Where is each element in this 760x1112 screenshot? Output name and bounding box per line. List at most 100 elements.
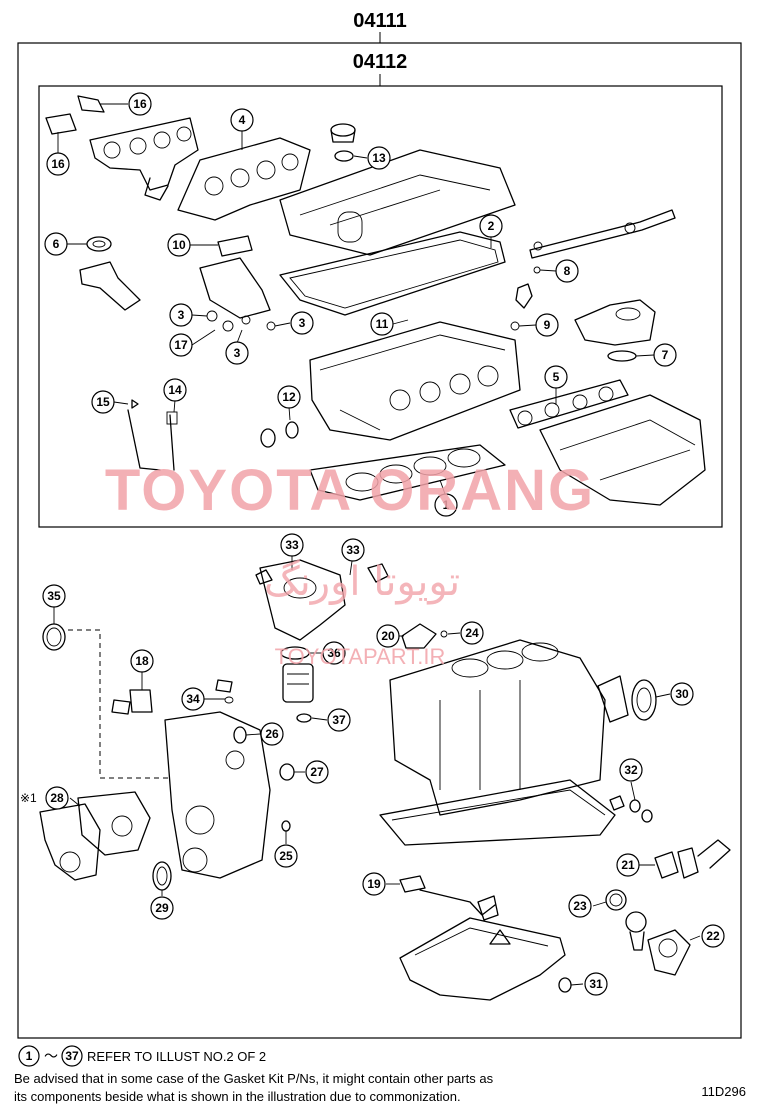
callout-32: 32 <box>619 758 643 782</box>
cylinder-block-drawing <box>389 639 606 816</box>
svg-text:13: 13 <box>372 151 386 165</box>
svg-text:16: 16 <box>133 97 147 111</box>
oil-pan-upper-drawing <box>379 779 616 846</box>
note-mark: ※1 <box>20 791 37 805</box>
cylinder-head-gasket-drawing <box>309 444 506 501</box>
callout-34: 34 <box>181 687 205 711</box>
svg-text:1: 1 <box>443 498 450 512</box>
callout-16b: 16 <box>46 152 70 176</box>
svg-text:32: 32 <box>624 763 638 777</box>
svg-text:25: 25 <box>279 849 293 863</box>
svg-text:9: 9 <box>544 318 551 332</box>
callout-8: 8 <box>555 259 579 283</box>
callout-20: 20 <box>376 624 400 648</box>
svg-text:5: 5 <box>553 370 560 384</box>
svg-text:23: 23 <box>573 899 587 913</box>
svg-text:11: 11 <box>376 317 389 331</box>
svg-text:18: 18 <box>135 654 149 668</box>
callout-3c: 3 <box>225 341 249 365</box>
inner-kit-frame <box>38 85 723 528</box>
oil-filler-cap-drawing <box>330 123 356 162</box>
svg-text:36: 36 <box>327 646 341 660</box>
callout-19: 19 <box>362 872 386 896</box>
callout-14: 14 <box>163 378 187 402</box>
oil-control-valve-drawing <box>199 235 276 332</box>
callout-7: 7 <box>653 343 677 367</box>
footer-range: 1 ～ 37 REFER TO ILLUST NO.2 OF 2 <box>18 1045 266 1067</box>
callout-37: 37 <box>327 708 351 732</box>
callout-13: 13 <box>367 146 391 170</box>
water-inlet-pipe-drawing <box>654 839 731 879</box>
kit-code-outer: 04111 <box>353 10 406 32</box>
thermostat-drawing <box>625 911 691 976</box>
svg-text:29: 29 <box>155 901 169 915</box>
svg-text:33: 33 <box>285 538 299 552</box>
svg-text:24: 24 <box>465 626 479 640</box>
svg-text:10: 10 <box>172 238 186 252</box>
svg-text:3: 3 <box>299 316 306 330</box>
callout-6: 6 <box>44 232 68 256</box>
seal-29-drawing <box>152 861 172 891</box>
svg-text:37: 37 <box>332 713 346 727</box>
callout-23: 23 <box>568 894 592 918</box>
svg-text:2: 2 <box>488 219 495 233</box>
svg-text:37: 37 <box>65 1049 79 1063</box>
svg-text:34: 34 <box>186 692 200 706</box>
intake-manifold-drawing <box>539 394 706 506</box>
callout-27: 27 <box>305 760 329 784</box>
water-pump-drawing <box>39 791 151 881</box>
svg-text:27: 27 <box>310 765 324 779</box>
exhaust-manifold-gasket-drawing <box>177 137 311 221</box>
o-ring-25-drawing <box>281 820 291 832</box>
callout-11: 11 <box>370 312 394 336</box>
illustration-ref-code: 11D296 <box>701 1084 746 1099</box>
head-cover-gasket-drawing <box>279 231 506 316</box>
footer-note-line2: its components beside what is shown in t… <box>14 1089 461 1104</box>
callout-3b: 3 <box>290 311 314 335</box>
callout-28: 28 <box>45 786 69 810</box>
callout-26: 26 <box>260 722 284 746</box>
cylinder-head-cover-drawing <box>279 149 516 256</box>
intake-manifold-gasket-drawing <box>509 379 629 429</box>
range-separator: ～ <box>44 1049 58 1065</box>
range-start-bubble: 1 <box>18 1045 40 1067</box>
callout-18: 18 <box>130 649 154 673</box>
callout-21: 21 <box>616 853 640 877</box>
svg-text:21: 21 <box>621 858 635 872</box>
callout-35: 35 <box>42 584 66 608</box>
callout-24: 24 <box>460 621 484 645</box>
callout-16a: 16 <box>128 92 152 116</box>
outer-kit-frame <box>17 42 742 1039</box>
drain-plug-gasket-drawing <box>558 977 572 993</box>
kit-code-inner: 04112 <box>353 51 408 73</box>
svg-text:16: 16 <box>51 157 65 171</box>
rear-seal-retainer-drawing <box>597 675 629 723</box>
valve-drawing <box>127 399 178 471</box>
callout-29: 29 <box>150 896 174 920</box>
o-ring-26-drawing <box>233 726 247 744</box>
water-inlet-drawing <box>255 559 389 641</box>
watermark-text: TOYOTA ORANG <box>105 458 595 523</box>
water-outlet-drawing <box>79 236 141 311</box>
callout-31: 31 <box>584 972 608 996</box>
callout-3a: 3 <box>169 303 193 327</box>
svg-text:17: 17 <box>174 338 188 352</box>
thermostat-gasket-drawing <box>605 889 627 911</box>
callout-36: 36 <box>322 641 346 665</box>
o-ring-27-drawing <box>279 763 295 781</box>
callout-2: 2 <box>479 214 503 238</box>
callout-33a: 33 <box>280 533 304 557</box>
timing-chain-cover-drawing <box>164 711 271 879</box>
watermark-url: TOYOTAPART.IR <box>275 644 446 669</box>
svg-text:3: 3 <box>234 346 241 360</box>
svg-text:33: 33 <box>346 543 360 557</box>
callout-33b: 33 <box>341 538 365 562</box>
svg-text:4: 4 <box>239 113 246 127</box>
callout-22: 22 <box>701 924 725 948</box>
svg-text:31: 31 <box>589 977 603 991</box>
callout-4: 4 <box>230 108 254 132</box>
callout-9: 9 <box>535 313 559 337</box>
callout-17: 17 <box>169 333 193 357</box>
exhaust-manifold-drawing <box>45 95 199 201</box>
part-34-drawing <box>215 679 233 693</box>
